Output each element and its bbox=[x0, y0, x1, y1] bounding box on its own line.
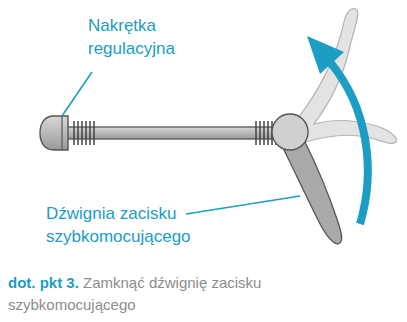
adjusting-nut bbox=[40, 116, 68, 150]
thread-stroke bbox=[259, 121, 261, 145]
leader-line bbox=[186, 196, 300, 214]
part-label: Dźwignia zacisku szybkomocującego bbox=[46, 202, 196, 248]
leader-line bbox=[62, 72, 92, 116]
thread-stroke bbox=[77, 121, 79, 145]
thread-stroke bbox=[267, 121, 269, 145]
thread-stroke bbox=[73, 121, 75, 145]
lever-closed bbox=[282, 140, 342, 244]
thread-stroke bbox=[81, 121, 83, 145]
thread-stroke bbox=[85, 121, 87, 145]
nut-edge bbox=[61, 116, 62, 150]
lever-open bbox=[298, 9, 396, 144]
arrow-head bbox=[307, 36, 344, 74]
caption-text: dot. pkt 3.Zamknąć dźwignię zacisku szyb… bbox=[8, 272, 388, 316]
thread-stroke bbox=[263, 121, 265, 145]
thread-stroke bbox=[255, 121, 257, 145]
step-reference: dot. pkt 3. bbox=[8, 274, 79, 291]
thread-stroke bbox=[93, 121, 95, 145]
thread-stroke bbox=[89, 121, 91, 145]
skewer-axle bbox=[66, 127, 284, 139]
part-label: Nakrętka regulacyjna bbox=[88, 14, 184, 60]
lever-hub bbox=[272, 114, 308, 150]
screw-thread bbox=[74, 121, 276, 145]
motion-arrow bbox=[330, 62, 368, 224]
